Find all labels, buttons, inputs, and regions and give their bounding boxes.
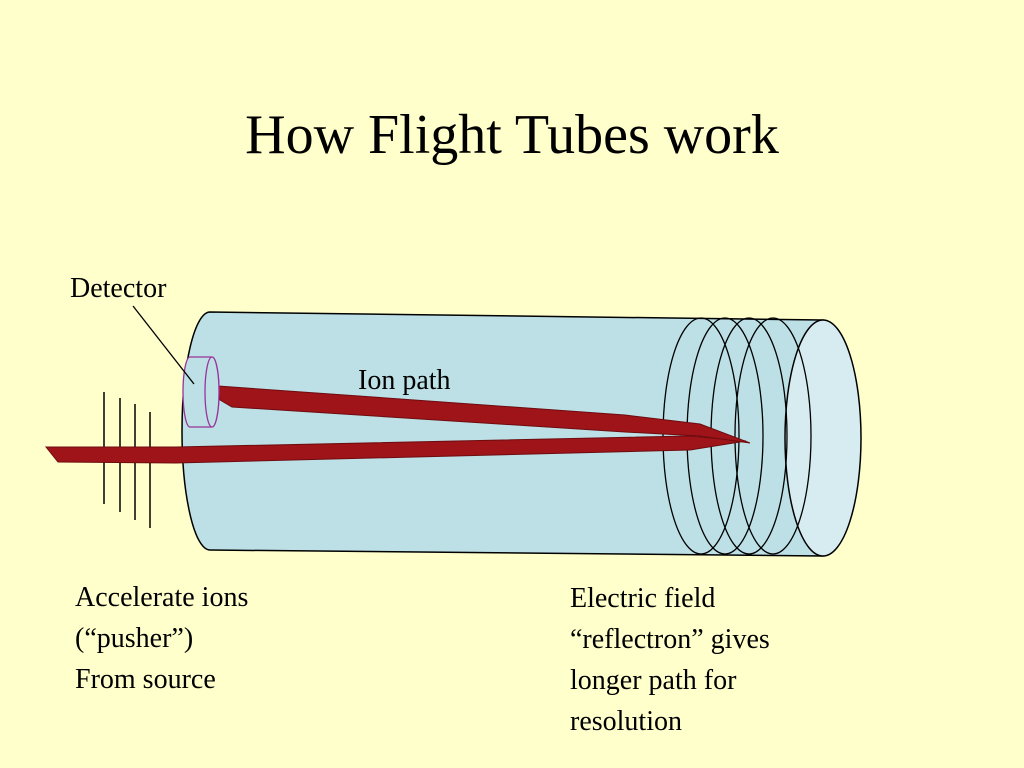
reflectron-caption: Electric field “reflectron” gives longer… (570, 578, 770, 742)
caption-line: resolution (570, 706, 682, 737)
caption-line: longer path for (570, 665, 737, 696)
flight-tube-end-cap (784, 319, 862, 557)
detector-face (204, 356, 220, 428)
pusher-caption: Accelerate ions (“pusher”) From source (75, 577, 248, 700)
caption-line: From source (75, 664, 216, 695)
slide-title: How Flight Tubes work (245, 104, 779, 166)
ion-path-label: Ion path (358, 365, 451, 396)
caption-line: (“pusher”) (75, 623, 194, 654)
caption-line: Electric field (570, 583, 716, 614)
ion-beam-incoming (44, 435, 747, 464)
reflectron-ring (662, 317, 740, 555)
flight-tube-body (181, 311, 861, 557)
detector-pointer (132, 305, 195, 385)
detector-label: Detector (70, 273, 167, 304)
caption-line: “reflectron” gives (570, 624, 770, 655)
detector (182, 356, 220, 428)
reflectron-ring (734, 317, 812, 555)
ion-beam-reflected (217, 385, 751, 444)
caption-line: Accelerate ions (75, 582, 249, 613)
